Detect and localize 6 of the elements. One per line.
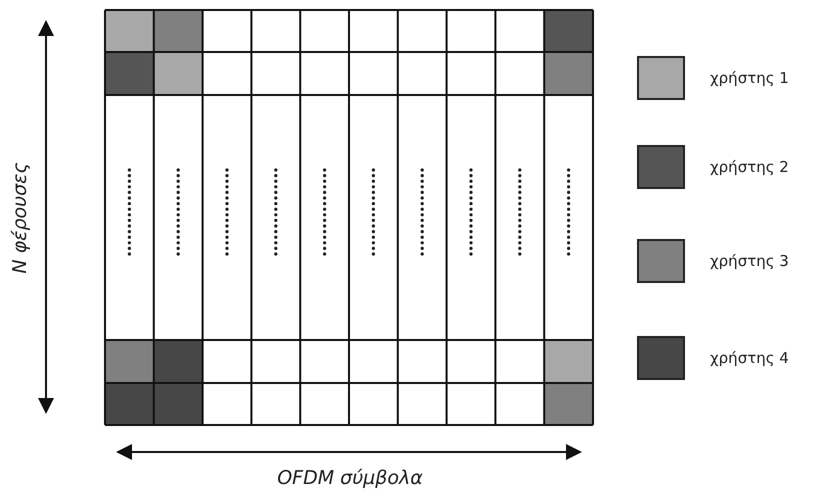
legend-label: χρήστης 2 xyxy=(710,158,789,176)
axis-label: OFDM σύμβολα xyxy=(277,467,423,489)
legend-label: χρήστης 3 xyxy=(710,252,789,270)
legend-label: χρήστης 4 xyxy=(710,349,789,367)
legend-label: χρήστης 1 xyxy=(710,69,789,87)
axis-label: N φέρουσες xyxy=(9,162,31,274)
